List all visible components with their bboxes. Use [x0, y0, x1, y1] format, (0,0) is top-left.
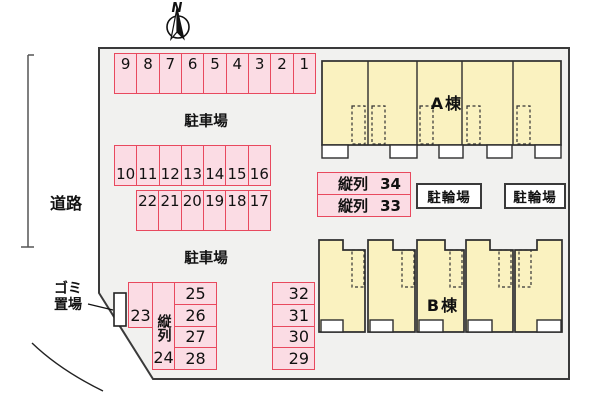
parking-stack-left: 25 26 27 28 — [174, 282, 217, 370]
parking-space: 15 — [225, 146, 247, 185]
parking-space-23: 23 — [128, 282, 153, 328]
parking-space: 8 — [136, 54, 158, 93]
parking-space: 19 — [202, 191, 225, 230]
parking-space: 4 — [225, 54, 248, 93]
tandem-label: 縦列 — [338, 197, 369, 215]
road-extent-line — [21, 54, 34, 248]
parking-space: 21 — [158, 191, 180, 230]
parking-space: 13 — [180, 146, 203, 185]
parking-space: 10 — [116, 165, 136, 183]
parking-space: 1 — [292, 54, 315, 93]
parking-stack-right: 32 31 30 29 — [272, 282, 315, 370]
tandem-vertical-label: 縦列 — [155, 314, 172, 342]
parking-space: 31 — [273, 303, 314, 326]
parking-space: 17 — [247, 191, 270, 230]
road-label: 道路 — [50, 194, 83, 213]
garbage-label-line2: 置場 — [54, 297, 82, 313]
building-a — [321, 60, 562, 159]
tandem-label: 縦列 — [338, 175, 369, 193]
parking-row-mid-upper: 10 11 12 13 14 15 16 — [114, 145, 271, 186]
building-b — [318, 239, 563, 333]
parking-space-24-number: 24 — [153, 348, 174, 367]
parking-space: 28 — [175, 347, 216, 369]
parking-lot-label-bottom: 駐車場 — [184, 251, 228, 267]
parking-space: 18 — [225, 191, 247, 230]
building-b-label: B棟 — [426, 296, 460, 315]
building-a-stair-marks — [351, 105, 531, 145]
bicycle-parking-box: 駐輪場 — [416, 183, 482, 209]
garbage-area-label: ゴミ 置場 — [46, 281, 90, 313]
parking-space: 29 — [273, 347, 314, 369]
parking-space: 7 — [158, 54, 181, 93]
bicycle-parking-box: 駐輪場 — [504, 183, 566, 209]
building-a-label: A棟 — [430, 94, 464, 113]
outside-road-edge-line — [31, 342, 104, 392]
parking-space: 2 — [270, 54, 292, 93]
garbage-area-rect — [113, 292, 127, 327]
parking-space: 14 — [203, 146, 225, 185]
tandem-number: 33 — [380, 196, 401, 215]
north-compass: N — [166, 1, 190, 42]
compass-needle-east — [176, 7, 185, 41]
north-label: N — [172, 1, 183, 16]
parking-space-24-tandem: 縦列 24 — [152, 282, 175, 370]
parking-space: 26 — [175, 303, 216, 326]
tandem-row: 縦列 34 — [318, 173, 410, 194]
parking-space: 32 — [288, 283, 309, 303]
parking-space: 25 — [185, 283, 206, 303]
parking-space: 30 — [273, 325, 314, 348]
tandem-parking-box: 縦列 34 縦列 33 — [317, 172, 411, 217]
parking-space: 3 — [247, 54, 270, 93]
parking-space: 16 — [247, 146, 270, 185]
parking-space: 11 — [136, 146, 158, 185]
garbage-pointer-line — [87, 303, 114, 311]
tandem-row: 縦列 33 — [318, 194, 410, 216]
building-a-porches — [321, 144, 562, 159]
parking-lot-label-top: 駐車場 — [184, 114, 228, 130]
parking-space: 9 — [120, 55, 131, 73]
garbage-label-line1: ゴミ — [54, 281, 82, 297]
parking-space: 22 — [138, 192, 158, 210]
parking-row-top: 9 8 7 6 5 4 3 2 1 — [114, 53, 316, 94]
parking-space: 27 — [175, 325, 216, 348]
building-b-stair-marks — [351, 249, 532, 288]
parking-space: 20 — [180, 191, 203, 230]
parking-row-mid-lower: 22 21 20 19 18 17 — [136, 190, 271, 231]
building-a-unit-dividers — [367, 61, 514, 145]
parking-space: 12 — [158, 146, 181, 185]
parking-space: 6 — [180, 54, 203, 93]
tandem-number: 34 — [380, 174, 401, 193]
building-b-porches — [320, 319, 562, 333]
parking-space: 5 — [203, 54, 225, 93]
